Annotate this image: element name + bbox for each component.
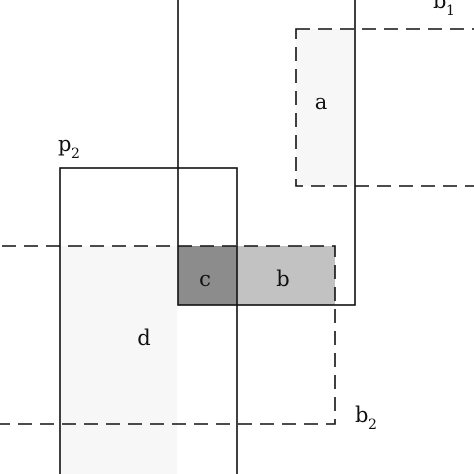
label-p2-base: p bbox=[58, 132, 71, 156]
rectangle-p1 bbox=[177, 0, 356, 306]
region-c bbox=[178, 246, 237, 305]
label-c: c bbox=[199, 267, 211, 291]
label-b1: b 1 bbox=[433, 0, 455, 19]
region-a bbox=[296, 29, 355, 186]
region-d bbox=[60, 246, 177, 474]
label-b2: b 2 bbox=[355, 403, 377, 433]
label-p2-sub: 2 bbox=[71, 146, 80, 162]
label-b1-sub: 1 bbox=[446, 3, 455, 19]
label-b: b bbox=[276, 267, 289, 291]
label-d: d bbox=[137, 326, 150, 350]
rectangle-p2 bbox=[59, 167, 238, 474]
label-b2-sub: 2 bbox=[368, 417, 377, 433]
label-b2-base: b bbox=[355, 403, 368, 427]
rectangle-b1 bbox=[295, 28, 474, 187]
label-a: a bbox=[315, 90, 328, 114]
rectangle-b2 bbox=[0, 245, 336, 425]
label-b1-base: b bbox=[433, 0, 446, 13]
label-p2: p 2 bbox=[58, 132, 80, 162]
region-b bbox=[237, 246, 335, 305]
